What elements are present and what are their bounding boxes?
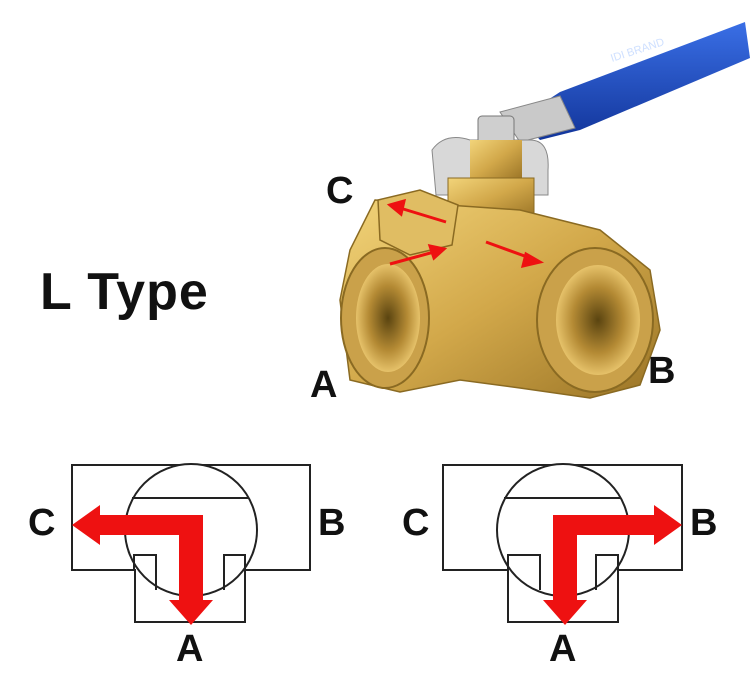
valve-handle: IDI BRAND: [499, 22, 750, 143]
schematic-right-label-a: A: [549, 628, 577, 670]
schematic-right-arrow: [543, 505, 682, 625]
schematic-left-label-b: B: [318, 502, 346, 544]
photo-label-a: A: [310, 364, 338, 406]
photo-label-c: C: [326, 170, 354, 212]
photo-label-b: B: [648, 350, 676, 392]
schematic-left-arrow: [72, 505, 213, 625]
valve-body: [339, 189, 661, 399]
photo-flow-arrows: [386, 198, 545, 269]
schematic-right-label-c: C: [402, 502, 430, 544]
schematic-left-label-a: A: [176, 628, 204, 670]
schematic-left-label-c: C: [28, 502, 56, 544]
schematic-right-label-b: B: [690, 502, 718, 544]
diagram-title: L Type: [40, 263, 209, 321]
